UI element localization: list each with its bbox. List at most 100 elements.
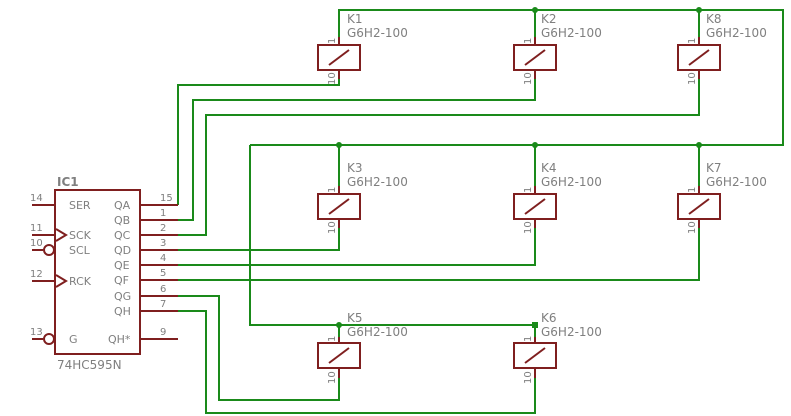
pin-sck-label: SCK [69,229,92,242]
relay-name: K8 [706,12,722,26]
pin-qc-number: 2 [160,223,166,234]
relay-pin-top: 1 [523,336,534,342]
relay-value: G6H2-100 [541,26,602,40]
relay-name: K6 [541,311,557,325]
junction-dot [696,142,702,148]
relay-coil-slash [524,49,546,66]
relay-pin-bottom: 10 [523,72,534,85]
relay-value: G6H2-100 [541,325,602,339]
ic-name: IC1 [57,175,79,189]
relay-name: K1 [347,12,363,26]
pin-sck-number: 11 [30,223,43,234]
pin-qc-label: QC [114,229,131,242]
relay-k1[interactable]: 1 10 K1 G6H2-100 [317,12,408,85]
pin-qd-number: 3 [160,238,166,249]
pin-qhs-number: 9 [160,327,166,338]
relay-coil-slash [688,49,710,66]
pin-qhs-label: QH* [108,333,131,346]
pin-qd-label: QD [114,244,131,257]
wires [177,7,784,414]
pin-qe-label: QE [114,259,130,272]
relay-name: K3 [347,161,363,175]
relay-pin-bottom: 10 [327,371,338,384]
pin-rck-label: RCK [69,275,92,288]
pin-qb-number: 1 [160,208,166,219]
relay-name: K4 [541,161,557,175]
pin-qg-number: 6 [160,284,166,295]
relay-name: K7 [706,161,722,175]
pin-ser-label: SER [69,199,91,212]
wire-qe-k4 [178,228,536,266]
pin-qf-label: QF [114,274,129,287]
relay-k8[interactable]: 1 10 K8 G6H2-100 [677,12,767,85]
junction-dot [336,142,342,148]
relay-coil-slash [524,347,546,364]
relay-pin-bottom: 10 [327,221,338,234]
junction-dot [532,142,538,148]
wire-qc-k8 [178,79,700,236]
junction-dot [336,322,342,328]
relay-k7[interactable]: 1 10 K7 G6H2-100 [677,161,767,234]
pin-qh-label: QH [114,305,131,318]
pin-qa-label: QA [114,199,131,212]
ic-value: 74HC595N [57,358,122,372]
wire-qf-k7 [178,228,700,281]
pin-qa-number: 15 [160,193,173,204]
relay-pin-top: 1 [687,187,698,193]
wire-qh-k6 [178,310,536,414]
relay-pin-bottom: 10 [327,72,338,85]
wire-top-bus [338,9,784,146]
relay-pin-top: 1 [687,38,698,44]
relay-value: G6H2-100 [706,26,767,40]
pin-qh-number: 7 [160,299,166,310]
junction-dot [532,7,538,13]
pin-qe-number: 4 [160,253,166,264]
relay-value: G6H2-100 [541,175,602,189]
pin-scl-bubble [43,244,55,256]
relay-coil-slash [328,49,350,66]
relay-k2[interactable]: 1 10 K2 G6H2-100 [513,12,602,85]
relay-coil-slash [328,198,350,215]
ic-body [54,189,141,355]
relay-pin-bottom: 10 [687,72,698,85]
wire-qg-k5 [178,295,340,401]
relay-value: G6H2-100 [347,325,408,339]
relay-pin-top: 1 [523,187,534,193]
relay-coil-slash [328,347,350,364]
relay-coil-slash [688,198,710,215]
junction-dot [696,7,702,13]
wire-qb-k2 [178,79,536,221]
relay-pin-top: 1 [327,187,338,193]
relay-k5[interactable]: 1 10 K5 G6H2-100 [317,311,408,384]
relay-pin-top: 1 [523,38,534,44]
pin-qb-label: QB [114,214,130,227]
pin-rck-number: 12 [30,269,43,280]
relay-value: G6H2-100 [347,26,408,40]
relay-name: K5 [347,311,363,325]
relay-pin-top: 1 [327,38,338,44]
pin-rck-clock [55,274,68,288]
relay-pin-bottom: 10 [523,221,534,234]
ic1-74hc595[interactable]: IC1 74HC595N 1 4 SER 11 SCK 10 SCL 12 RCK… [30,175,178,372]
relay-pin-top: 1 [327,336,338,342]
pin-sck-clock [55,228,68,242]
wire-qd-k3 [178,228,340,251]
pin-g-label: G [69,333,78,346]
wire-qa-k1 [177,79,340,205]
pin-scl-number: 10 [30,238,43,249]
relay-coil-slash [524,198,546,215]
relay-pin-bottom: 10 [523,371,534,384]
pin-scl-label: SCL [69,244,91,257]
relay-k4[interactable]: 1 10 K4 G6H2-100 [513,161,602,234]
pin-g-number: 13 [30,327,43,338]
relay-pin-bottom: 10 [687,221,698,234]
pin-qf-number: 5 [160,268,166,279]
pin-qg-label: QG [114,290,131,303]
pin-g-bubble [43,333,55,345]
relay-value: G6H2-100 [706,175,767,189]
relay-value: G6H2-100 [347,175,408,189]
relay-k6[interactable]: 1 10 K6 G6H2-100 [513,311,602,384]
junction-square [532,322,538,328]
relay-k3[interactable]: 1 10 K3 G6H2-100 [317,161,408,234]
